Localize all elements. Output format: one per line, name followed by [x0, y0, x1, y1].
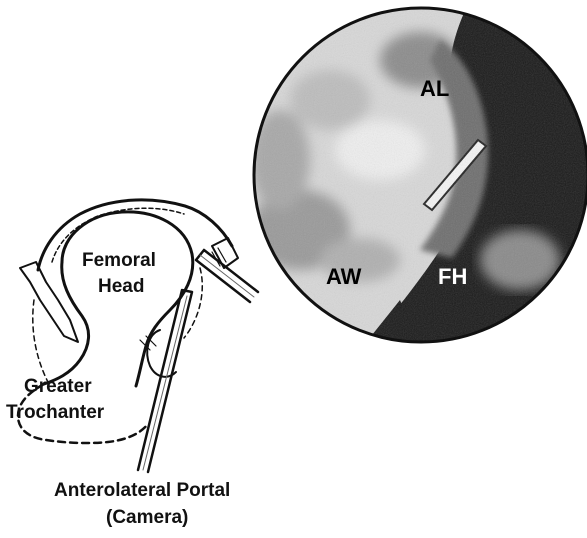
instrument-shaft-highlight	[200, 255, 254, 297]
hip-schematic	[18, 200, 258, 472]
inset-label-al: AL	[420, 76, 449, 101]
inset-label-aw: AW	[326, 264, 362, 289]
acetabulum-left-lip	[20, 262, 78, 342]
greater-trochanter-label-line2: Trochanter	[6, 402, 105, 423]
inset-label-fh: FH	[438, 264, 467, 289]
arthroscopic-view-inset: AL AW FH	[250, 0, 587, 350]
femoral-head-label-line2: Head	[98, 276, 144, 297]
acetabulum-right-lip	[212, 238, 238, 268]
camera-shaft-highlight	[143, 296, 187, 470]
portal-label-line1: Anterolateral Portal	[54, 480, 230, 501]
capsule-dashed-line-right	[184, 268, 202, 338]
greater-trochanter-label-line1: Greater	[24, 376, 92, 397]
portal-label-line2: (Camera)	[106, 507, 188, 528]
femoral-head-label-line1: Femoral	[82, 250, 156, 271]
femoral-neck-left	[44, 262, 89, 384]
